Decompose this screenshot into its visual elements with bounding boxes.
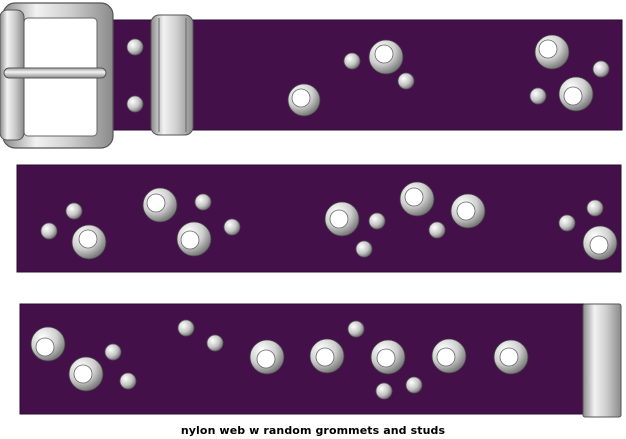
grommet xyxy=(431,338,467,374)
hardware-set-2 xyxy=(40,181,618,261)
stud xyxy=(592,60,610,78)
grommet xyxy=(142,187,178,223)
grommet xyxy=(368,39,404,75)
belt-strap-tip-end xyxy=(19,303,622,418)
stud xyxy=(126,95,144,113)
belt-strap-middle xyxy=(16,164,622,273)
stud xyxy=(126,38,144,56)
stud xyxy=(428,221,446,239)
belt-keeper xyxy=(150,14,194,136)
grommet xyxy=(558,76,594,112)
stud xyxy=(397,72,415,90)
stud xyxy=(223,218,241,236)
grommet xyxy=(582,225,618,261)
stud xyxy=(375,382,393,400)
grommet xyxy=(309,338,345,374)
buckle-prong xyxy=(3,67,107,79)
grommet xyxy=(534,34,570,70)
grommet xyxy=(176,221,212,257)
stud xyxy=(558,214,576,232)
stud xyxy=(343,52,361,70)
grommet xyxy=(68,356,104,392)
stud xyxy=(405,376,423,394)
belt-strap-buckle-end xyxy=(0,2,623,149)
stud xyxy=(347,320,365,338)
end-tip xyxy=(582,303,622,418)
grommet xyxy=(324,201,360,237)
roller-buckle xyxy=(0,2,114,149)
stud xyxy=(529,87,547,105)
hardware-set-1 xyxy=(126,34,610,117)
caption: nylon web w random grommets and studs xyxy=(180,424,446,437)
stud xyxy=(586,199,604,217)
stud xyxy=(177,319,195,337)
grommet xyxy=(399,181,435,217)
stud xyxy=(194,193,212,211)
stud xyxy=(206,334,224,352)
grommet xyxy=(287,83,321,117)
stud xyxy=(65,202,83,220)
stud xyxy=(40,222,58,240)
stud xyxy=(119,372,137,390)
grommet xyxy=(370,339,406,375)
stud xyxy=(104,343,122,361)
grommet xyxy=(30,326,66,362)
grommet xyxy=(493,339,529,375)
grommet xyxy=(249,339,285,375)
strap-body xyxy=(16,164,622,273)
hardware-set-3 xyxy=(30,319,529,400)
stud xyxy=(368,212,386,230)
grommet xyxy=(71,224,107,260)
stud xyxy=(355,240,373,258)
grommet xyxy=(450,193,486,229)
